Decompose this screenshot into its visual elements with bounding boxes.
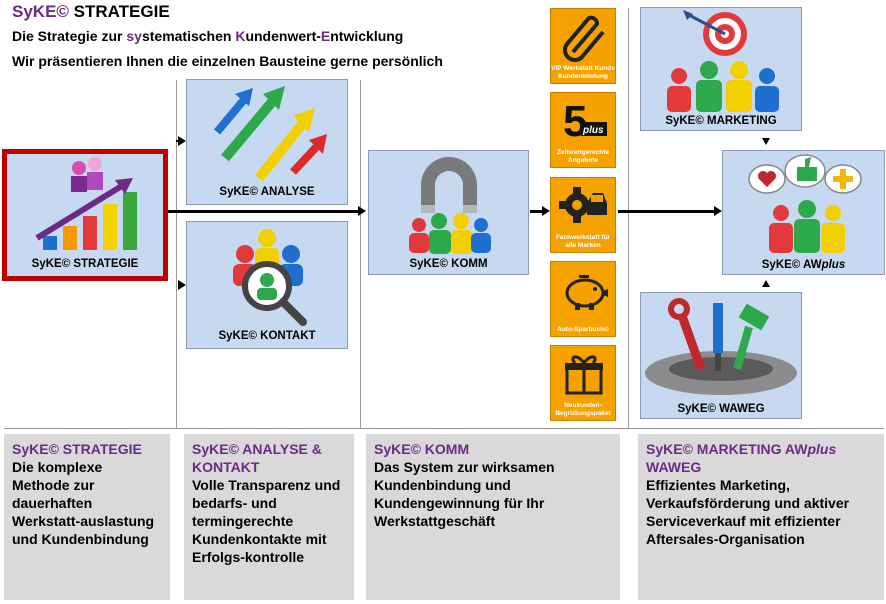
panel-analyse-kontakt: SyKE© ANALYSE & KONTAKT Volle Transparen… bbox=[184, 434, 354, 600]
subtitle-highlight: E bbox=[320, 28, 331, 44]
gift-icon bbox=[565, 355, 603, 395]
komm-label: SyKE© KOMM bbox=[409, 258, 488, 270]
waweg-label: SyKE© WAWEG bbox=[677, 403, 765, 415]
tile-label: VIP Werkstatt Kunde Kundenbindung bbox=[551, 65, 615, 80]
growth-arrows-icon bbox=[213, 86, 327, 182]
panel-title: SyKE© ANALYSE & KONTAKT bbox=[192, 441, 322, 475]
panel-title: SyKE© MARKETING AWplus bbox=[646, 440, 876, 458]
tile-label: Auto-Sparbuch© bbox=[557, 325, 609, 333]
strategie-label: SyKE© STRATEGIE bbox=[31, 258, 139, 270]
subtitle-highlight: K bbox=[235, 28, 246, 44]
panel-title: SyKE© KOMM bbox=[374, 441, 470, 457]
flow-connector bbox=[176, 140, 178, 142]
contact-search-icon bbox=[233, 229, 307, 326]
subtitle-text: ntwicklung bbox=[330, 28, 404, 44]
subtitle-text: Die Strategie zur bbox=[12, 28, 127, 44]
tile-begruessungspaket[interactable]: Neukunden-Begrüßungspaket bbox=[550, 345, 616, 421]
feedback-people-icon bbox=[748, 154, 862, 253]
panel-body: Die komplexe Methode zur dauerhaften Wer… bbox=[12, 459, 155, 547]
piggy-bank-icon bbox=[565, 275, 608, 310]
arrow-right-icon bbox=[178, 136, 186, 146]
panel-body: Effizientes Marketing, Verkaufsförderung… bbox=[646, 477, 850, 547]
waweg-box[interactable]: SyKE© WAWEG bbox=[640, 292, 802, 419]
flow-connector bbox=[530, 210, 544, 213]
arrow-right-icon bbox=[714, 206, 722, 216]
panel-strategie: SyKE© STRATEGIE Die komplexe Methode zur… bbox=[4, 434, 170, 600]
panel-body: Das System zur wirksamen Kundenbindung u… bbox=[374, 459, 555, 529]
subtitle-highlight: sy bbox=[126, 28, 142, 44]
target-people-icon bbox=[667, 10, 779, 112]
panel-body: Volle Transparenz und bedarfs- und termi… bbox=[192, 477, 341, 565]
awplus-prefix: SyKE© AW bbox=[761, 259, 822, 271]
awplus-label: SyKE© AWplus bbox=[723, 259, 884, 271]
tile-fachwerkstatt[interactable]: Fachwerkstatt für alle Marken bbox=[550, 177, 616, 253]
panel-marketing: SyKE© MARKETING AWplus WAWEG Effizientes… bbox=[638, 434, 884, 600]
flow-connector bbox=[618, 210, 714, 213]
analyse-label: SyKE© ANALYSE bbox=[219, 186, 315, 198]
tile-autosparbuch[interactable]: Auto-Sparbuch© bbox=[550, 261, 616, 337]
brand-name: SyKE© bbox=[12, 2, 69, 21]
panel-title-line3: WAWEG bbox=[646, 459, 702, 475]
tile-label: Neukunden-Begrüßungspaket bbox=[555, 402, 611, 417]
marketing-label: SyKE© MARKETING bbox=[665, 115, 777, 127]
strategy-chart-icon bbox=[35, 157, 137, 250]
kontakt-box[interactable]: SyKE© KONTAKT bbox=[186, 221, 348, 349]
magnet-people-icon bbox=[409, 157, 491, 254]
arrow-right-icon bbox=[178, 280, 186, 290]
analyse-box[interactable]: SyKE© ANALYSE bbox=[186, 79, 348, 205]
page-title: SyKE© STRATEGIE bbox=[12, 2, 170, 22]
kontakt-label: SyKE© KONTAKT bbox=[218, 330, 316, 342]
arrow-right-icon bbox=[358, 206, 366, 216]
awplus-box[interactable]: SyKE© AWplus bbox=[722, 150, 885, 275]
panel-title: SyKE© STRATEGIE bbox=[12, 441, 142, 457]
arrow-right-icon bbox=[542, 206, 550, 216]
tile-label: Fachwerkstatt für alle Marken bbox=[555, 234, 611, 249]
tile-angebote[interactable]: 5 plus Zeitwertgerechte Angebote bbox=[550, 92, 616, 168]
svg-text:5: 5 bbox=[563, 97, 587, 146]
five-plus-icon: 5 plus bbox=[563, 97, 607, 146]
svg-text:plus: plus bbox=[582, 125, 604, 136]
subtitle-line-1: Die Strategie zur systematischen Kundenw… bbox=[12, 28, 403, 44]
panel-title-italic: plus bbox=[807, 441, 837, 457]
subtitle-text: undenwert- bbox=[245, 28, 321, 44]
subtitle-line-2: Wir präsentieren Ihnen die einzelnen Bau… bbox=[12, 53, 443, 69]
horizontal-divider bbox=[4, 428, 884, 429]
gear-car-icon bbox=[559, 187, 607, 223]
panel-komm: SyKE© KOMM Das System zur wirksamen Kund… bbox=[366, 434, 620, 600]
awplus-suffix: plus bbox=[821, 259, 846, 271]
strategie-box[interactable]: SyKE© STRATEGIE bbox=[2, 149, 168, 281]
arrow-down-icon bbox=[762, 138, 770, 145]
subtitle-text: stematischen bbox=[141, 28, 236, 44]
column-divider bbox=[628, 8, 629, 428]
tile-kundenbindung[interactable]: VIP Werkstatt Kunde Kundenbindung bbox=[550, 8, 616, 84]
komm-box[interactable]: SyKE© KOMM bbox=[368, 150, 529, 275]
column-divider bbox=[176, 80, 177, 428]
paperclip-icon bbox=[563, 15, 605, 62]
flow-connector bbox=[168, 210, 358, 213]
column-divider bbox=[360, 80, 361, 428]
title-rest: STRATEGIE bbox=[68, 2, 170, 21]
arrow-up-icon bbox=[762, 280, 770, 287]
tools-ring-icon bbox=[645, 298, 797, 395]
tile-label: Zeitwertgerechte Angebote bbox=[556, 149, 610, 164]
marketing-box[interactable]: SyKE© MARKETING bbox=[640, 7, 802, 131]
panel-title-main: SyKE© MARKETING AW bbox=[646, 441, 808, 457]
